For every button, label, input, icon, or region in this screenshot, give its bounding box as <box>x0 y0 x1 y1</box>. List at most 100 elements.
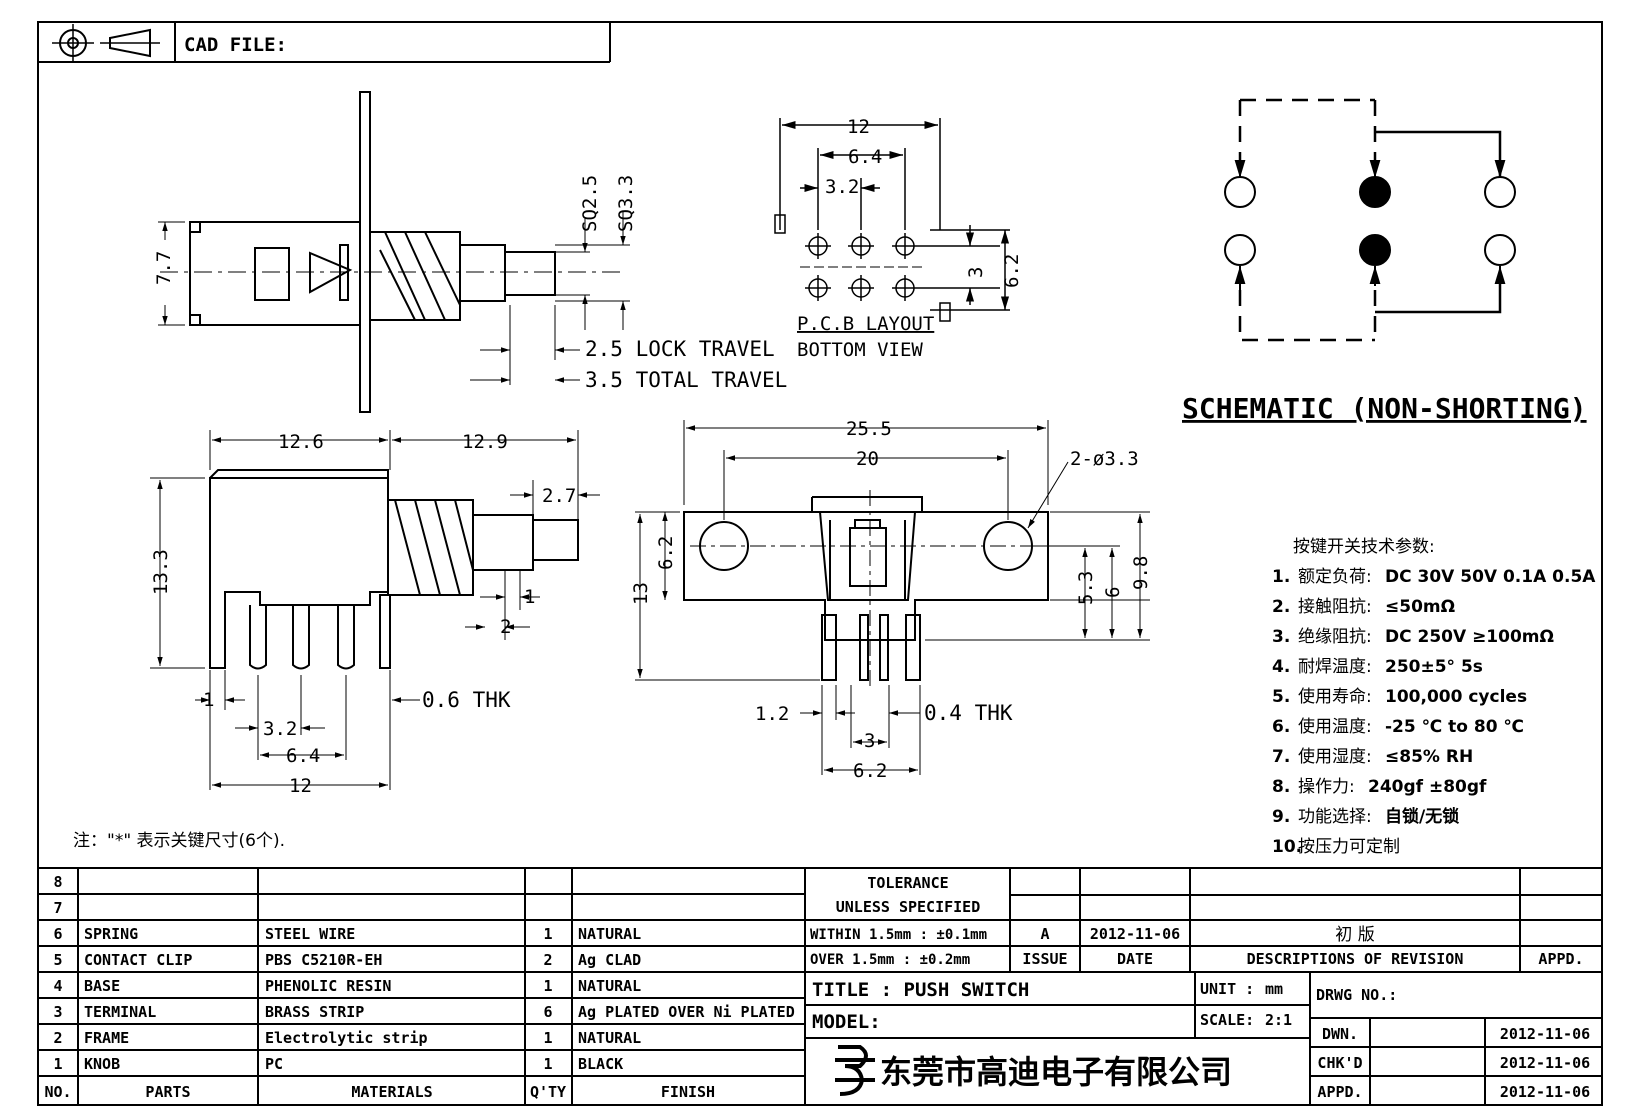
scale-label: SCALE: <box>1200 1011 1254 1029</box>
spec-label: 额定负荷: <box>1298 567 1372 587</box>
tolerance-within: WITHIN 1.5mm : ±0.1mm <box>810 927 987 943</box>
bom-cell-parts: KNOB <box>84 1055 120 1073</box>
bom-cell-materials: PBS C5210R-EH <box>265 951 382 969</box>
spec-label: 使用寿命: <box>1298 686 1372 707</box>
bom-table <box>38 867 1602 1106</box>
spec-number: 5. <box>1272 687 1290 707</box>
top-p1: 3 <box>864 730 875 752</box>
unit-value: mm <box>1265 980 1283 998</box>
top-w1: 25.5 <box>846 418 892 440</box>
pcb-width-6-4: 6.4 <box>848 146 882 168</box>
bom-cell-finish: NATURAL <box>578 1029 641 1047</box>
bom-header-materials: MATERIALS <box>351 1083 432 1101</box>
bom-cell-parts: BASE <box>84 977 120 995</box>
unit-label: UNIT : <box>1200 980 1254 998</box>
bom-cell-finish: Ag CLAD <box>578 951 641 969</box>
front-thk: 0.6 THK <box>422 688 511 712</box>
top-view <box>635 420 1150 775</box>
appd-date: 2012-11-06 <box>1500 1083 1590 1101</box>
spec-label: 功能选择: <box>1298 807 1372 827</box>
bom-cell-qty: 1 <box>543 1029 552 1047</box>
appd-header: APPD. <box>1538 950 1583 968</box>
spec-number: 10. <box>1272 837 1302 857</box>
side-sq-a-label: SQ2.5 <box>579 175 601 232</box>
bom-cell-finish: BLACK <box>578 1055 623 1073</box>
bom-cell-materials: Electrolytic strip <box>265 1029 428 1047</box>
spec-label: 按压力可定制 <box>1298 837 1400 857</box>
appd-label: APPD. <box>1317 1083 1362 1101</box>
top-d1: 1.2 <box>755 703 789 725</box>
spec-value: 自锁/无锁 <box>1385 806 1459 827</box>
spec-label: 使用温度: <box>1298 716 1372 737</box>
bom-cell-materials: BRASS STRIP <box>265 1003 364 1021</box>
bom-cell-finish: Ag PLATED OVER Ni PLATED <box>578 1003 795 1021</box>
front-w3: 2.7 <box>542 485 576 507</box>
pcb-width-3-2: 3.2 <box>825 176 859 198</box>
bom-cell-finish: NATURAL <box>578 925 641 943</box>
top-hole: 2-ø3.3 <box>1070 448 1139 470</box>
bom-cell-qty: 2 <box>543 951 552 969</box>
top-h4: 6 <box>1102 587 1124 598</box>
pcb-layout <box>774 118 1010 322</box>
bom-cell-finish: NATURAL <box>578 977 641 995</box>
spec-label: 绝缘阻抗: <box>1298 627 1372 647</box>
chkd-date: 2012-11-06 <box>1500 1054 1590 1072</box>
model-label: MODEL: <box>812 1011 881 1033</box>
pcb-height-3: 3 <box>965 267 987 278</box>
schematic-title: SCHEMATIC (NON-SHORTING) <box>1182 392 1587 425</box>
front-w1: 12.6 <box>278 431 324 453</box>
lock-travel-label: 2.5 LOCK TRAVEL <box>585 337 775 361</box>
bom-cell-parts: TERMINAL <box>84 1003 156 1021</box>
front-d2: 2 <box>500 616 511 638</box>
pcb-height-6-2: 6.2 <box>1001 254 1023 288</box>
bom-cell-no: 1 <box>53 1055 62 1073</box>
pcb-caption-1: P.C.B LAYOUT <box>797 313 934 335</box>
bom-cell-no: 4 <box>53 977 62 995</box>
spec-number: 2. <box>1272 597 1290 617</box>
date-header: DATE <box>1117 950 1153 968</box>
spec-value: DC 250V ≥100mΩ <box>1385 627 1554 647</box>
bom-header-finish: FINISH <box>661 1083 715 1101</box>
bom-cell-materials: PHENOLIC RESIN <box>265 977 391 995</box>
spec-number: 7. <box>1272 747 1290 767</box>
top-h2: 6.2 <box>655 536 677 570</box>
top-thk: 0.4 THK <box>924 701 1013 725</box>
spec-label: 接触阻抗: <box>1298 597 1372 617</box>
bom-header-parts: PARTS <box>145 1083 190 1101</box>
spec-number: 9. <box>1272 807 1290 827</box>
side-view <box>158 91 630 413</box>
front-height: 13.3 <box>150 549 172 595</box>
tolerance-label-2: UNLESS SPECIFIED <box>836 898 981 916</box>
bom-cell-materials: PC <box>265 1055 283 1073</box>
spec-number: 4. <box>1272 657 1290 677</box>
spec-value: DC 30V 50V 0.1A 0.5A <box>1385 567 1596 587</box>
bom-cell-no: 5 <box>53 951 62 969</box>
spec-label: 操作力: <box>1298 777 1355 797</box>
bom-cell-qty: 6 <box>543 1003 552 1021</box>
bom-cell-no: 6 <box>53 925 62 943</box>
spec-number: 3. <box>1272 627 1290 647</box>
total-travel-label: 3.5 TOTAL TRAVEL <box>585 368 787 392</box>
bom-cell-parts: CONTACT CLIP <box>84 951 192 969</box>
side-height-label: 7.7 <box>153 251 175 285</box>
drawing-number-label: DRWG NO.: <box>1316 986 1397 1004</box>
side-sq-b-label: SQ3.3 <box>615 175 637 232</box>
bom-cell-no: 8 <box>53 873 62 891</box>
spec-number: 1. <box>1272 567 1290 587</box>
tolerance-over: OVER 1.5mm : ±0.2mm <box>810 952 970 968</box>
key-dimension-note: 注："*" 表示关键尺寸(6个). <box>73 831 285 851</box>
title-block-lines <box>805 868 1602 1105</box>
spec-value: 240gf ±80gf <box>1368 777 1487 797</box>
spec-label: 使用湿度: <box>1298 746 1372 767</box>
dwn-date: 2012-11-06 <box>1500 1025 1590 1043</box>
bom-header-no: NO. <box>44 1083 71 1101</box>
company-name: 东莞市高迪电子有限公司 <box>880 1053 1232 1091</box>
bom-header-qty: Q'TY <box>530 1083 566 1101</box>
dwn-label: DWN. <box>1322 1025 1358 1043</box>
top-h1: 13 <box>630 582 652 605</box>
bom-cell-qty: 1 <box>543 977 552 995</box>
descriptions-header: DESCRIPTIONS OF REVISION <box>1247 950 1464 968</box>
bom-cell-qty: 1 <box>543 925 552 943</box>
